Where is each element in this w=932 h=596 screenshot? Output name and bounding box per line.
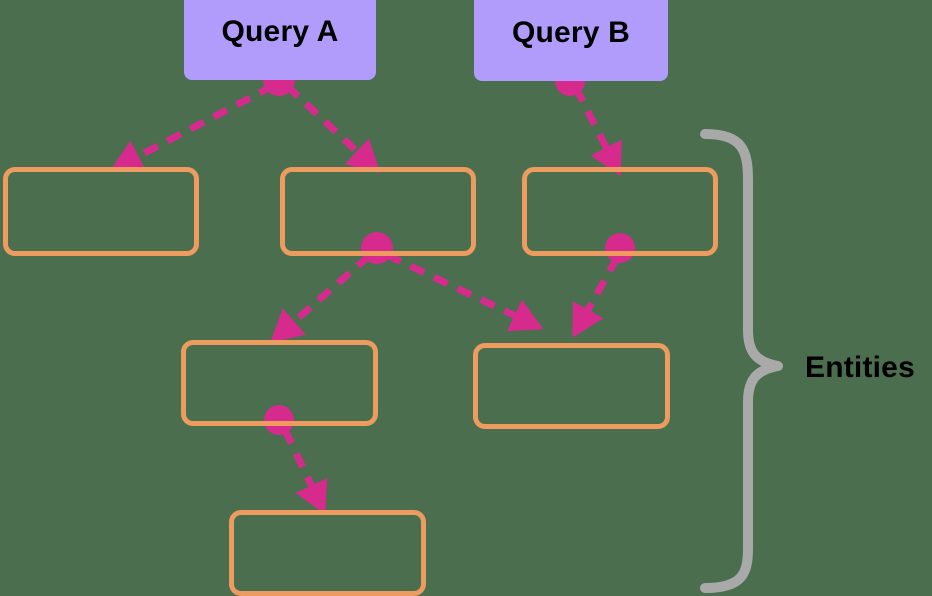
query-node-b[interactable]: Query B xyxy=(474,0,668,81)
edge-entity-2-entity-5 xyxy=(385,251,544,332)
query-node-b-label: Query B xyxy=(511,15,631,49)
entity-node-2[interactable] xyxy=(280,167,476,256)
edge-entity-2-entity-4 xyxy=(270,253,372,343)
edge-entity-4-entity-6 xyxy=(281,428,328,515)
entity-node-1[interactable] xyxy=(3,167,199,256)
entities-brace-label: Entities xyxy=(805,351,915,384)
edge-entity-3-entity-5 xyxy=(572,256,621,338)
entity-node-5[interactable] xyxy=(473,343,670,429)
edge-query-a-entity-2 xyxy=(284,83,381,174)
entity-node-6[interactable] xyxy=(229,510,426,596)
query-node-a[interactable]: Query A xyxy=(184,0,376,80)
query-node-a-label: Query A xyxy=(221,15,339,48)
edge-query-a-entity-1 xyxy=(109,82,275,172)
entity-node-3[interactable] xyxy=(522,167,718,256)
entity-node-4[interactable] xyxy=(181,340,378,426)
edge-query-b-entity-3 xyxy=(572,86,622,177)
